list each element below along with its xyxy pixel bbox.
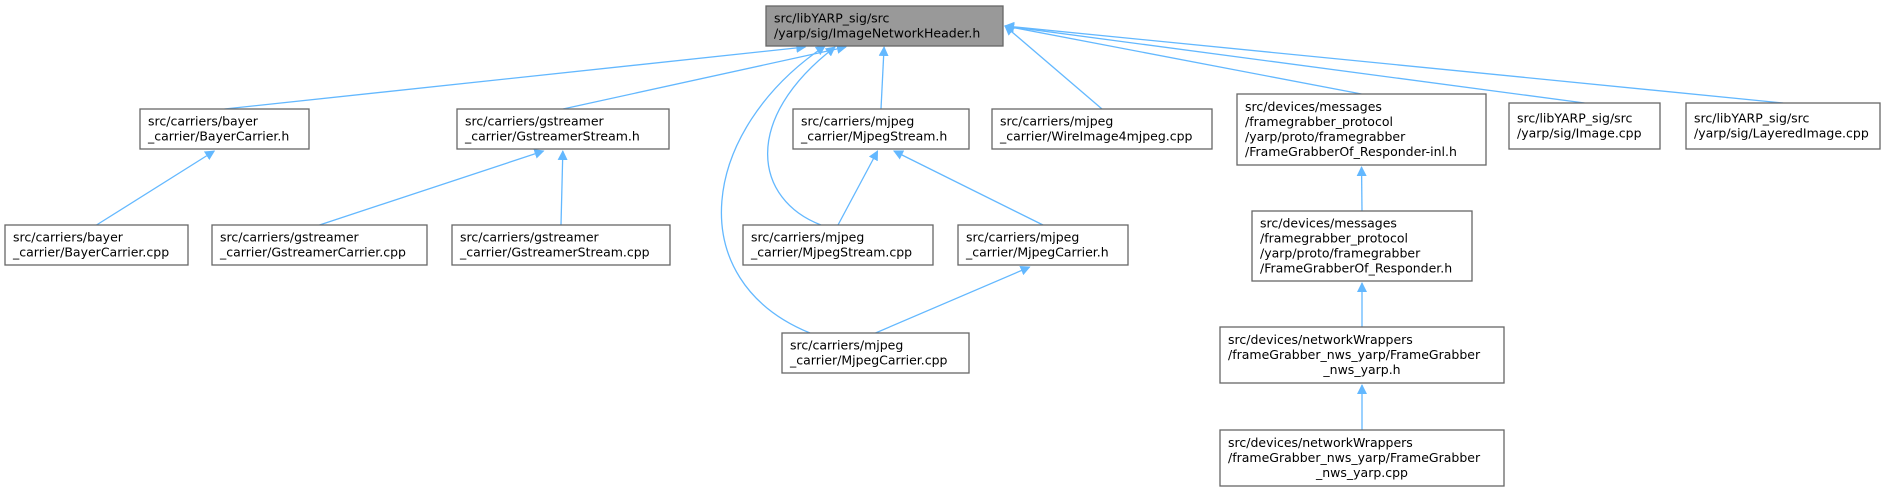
node-box xyxy=(742,224,934,266)
node-label-line: src/devices/messages xyxy=(1260,216,1397,231)
node-fg_h[interactable]: src/devices/messages/framegrabber_protoc… xyxy=(1251,210,1473,282)
node-label-line: _carrier/MjpegStream.h xyxy=(800,129,947,144)
node-label-line: _carrier/GstreamerStream.cpp xyxy=(459,245,650,260)
node-bayer_h[interactable]: src/carriers/bayer_carrier/BayerCarrier.… xyxy=(139,108,310,150)
edge-mj_cpp-includes-mj_h xyxy=(837,150,879,226)
edge-bayer_cpp-includes-bayer_h xyxy=(96,150,216,226)
node-gst_h[interactable]: src/carriers/gstreamer_carrier/Gstreamer… xyxy=(456,108,670,150)
node-label-line: _carrier/BayerCarrier.cpp xyxy=(12,245,169,260)
node-box xyxy=(1685,102,1881,150)
node-layered[interactable]: src/libYARP_sig/src/yarp/sig/LayeredImag… xyxy=(1685,102,1881,150)
edge-img-includes-root xyxy=(1004,22,1585,104)
node-box xyxy=(211,224,428,266)
node-box xyxy=(1219,429,1505,487)
node-label-line: src/carriers/gstreamer xyxy=(460,230,600,245)
node-label-line: src/carriers/gstreamer xyxy=(465,114,605,129)
edge-bayer_h-includes-root xyxy=(224,42,807,110)
node-label-line: _carrier/MjpegCarrier.h xyxy=(965,245,1109,260)
node-box xyxy=(781,332,970,374)
node-label-line: /yarp/sig/Image.cpp xyxy=(1517,126,1642,141)
node-label-line: src/devices/networkWrappers xyxy=(1228,435,1413,450)
edge-gst_car-includes-gst_h xyxy=(319,149,545,226)
node-label-line: src/devices/networkWrappers xyxy=(1228,332,1413,347)
node-label-line: /yarp/proto/framegrabber xyxy=(1245,129,1406,144)
node-label-line: src/libYARP_sig/src xyxy=(1517,111,1633,126)
node-label-line: src/carriers/mjpeg xyxy=(751,230,864,245)
edge-gst_cpp-includes-gst_h xyxy=(557,150,568,226)
nodes-layer: src/libYARP_sig/src/yarp/sig/ImageNetwor… xyxy=(4,5,1881,487)
node-mj_cpp[interactable]: src/carriers/mjpeg_carrier/MjpegStream.c… xyxy=(742,224,934,266)
node-box xyxy=(1251,210,1473,282)
node-label-line: src/libYARP_sig/src xyxy=(774,11,890,26)
edge-mj_h-includes-root xyxy=(878,46,889,110)
edge-mjc_h-includes-mj_h xyxy=(893,150,1044,226)
node-box xyxy=(4,224,189,266)
node-label-line: _carrier/WireImage4mjpeg.cpp xyxy=(999,129,1193,144)
edge-mj_cpp-includes-root xyxy=(767,46,836,226)
node-label-line: src/carriers/mjpeg xyxy=(1000,114,1113,129)
node-label-line: /frameGrabber_nws_yarp/FrameGrabber xyxy=(1228,347,1481,362)
node-mjc_cpp[interactable]: src/carriers/mjpeg_carrier/MjpegCarrier.… xyxy=(781,332,970,374)
node-box xyxy=(1219,326,1505,384)
node-label-line: /frameGrabber_nws_yarp/FrameGrabber xyxy=(1228,450,1481,465)
node-img[interactable]: src/libYARP_sig/src/yarp/sig/Image.cpp xyxy=(1508,102,1661,150)
node-label-line: /framegrabber_protocol xyxy=(1245,114,1393,129)
node-label-line: src/devices/messages xyxy=(1245,99,1382,114)
node-label-line: src/libYARP_sig/src xyxy=(1694,111,1810,126)
node-label-line: /yarp/proto/framegrabber xyxy=(1260,246,1421,261)
node-box xyxy=(991,108,1213,150)
node-label-line: _nws_yarp.h xyxy=(1322,362,1400,377)
node-label-line: /yarp/sig/LayeredImage.cpp xyxy=(1694,126,1869,141)
node-label-line: src/carriers/gstreamer xyxy=(220,230,360,245)
node-label-line: src/carriers/bayer xyxy=(148,114,259,129)
node-label-line: src/carriers/bayer xyxy=(13,230,124,245)
node-box xyxy=(765,5,1004,47)
edge-fg_inl-includes-root xyxy=(1004,22,1362,95)
node-label-line: _carrier/MjpegCarrier.cpp xyxy=(789,353,948,368)
node-box xyxy=(792,108,970,150)
node-label-line: _carrier/GstreamerCarrier.cpp xyxy=(219,245,406,260)
node-label-line: /FrameGrabberOf_Responder.h xyxy=(1260,261,1452,276)
node-nws_cpp[interactable]: src/devices/networkWrappers/frameGrabber… xyxy=(1219,429,1505,487)
node-label-line: /FrameGrabberOf_Responder-inl.h xyxy=(1245,144,1457,159)
node-box xyxy=(1508,102,1661,150)
edge-mjc_cpp-includes-root xyxy=(720,45,826,334)
edge-wire-includes-root xyxy=(1004,25,1103,110)
node-label-line: _carrier/GstreamerStream.h xyxy=(464,129,640,144)
node-root[interactable]: src/libYARP_sig/src/yarp/sig/ImageNetwor… xyxy=(765,5,1004,47)
node-label-line: _nws_yarp.cpp xyxy=(1315,465,1408,480)
node-nws_h[interactable]: src/devices/networkWrappers/frameGrabber… xyxy=(1219,326,1505,384)
node-label-line: _carrier/MjpegStream.cpp xyxy=(750,245,912,260)
node-label-line: _carrier/BayerCarrier.h xyxy=(147,129,289,144)
node-box xyxy=(1236,93,1487,166)
node-box xyxy=(456,108,670,150)
node-label-line: src/carriers/mjpeg xyxy=(801,114,914,129)
node-fg_inl[interactable]: src/devices/messages/framegrabber_protoc… xyxy=(1236,93,1487,166)
node-bayer_cpp[interactable]: src/carriers/bayer_carrier/BayerCarrier.… xyxy=(4,224,189,266)
node-box xyxy=(957,224,1129,266)
node-mjc_h[interactable]: src/carriers/mjpeg_carrier/MjpegCarrier.… xyxy=(957,224,1129,266)
edges-layer xyxy=(96,21,1784,430)
node-gst_car[interactable]: src/carriers/gstreamer_carrier/Gstreamer… xyxy=(211,224,428,266)
edge-gst_h-includes-root xyxy=(562,44,847,110)
edge-layered-includes-root xyxy=(1004,21,1784,104)
edge-mjc_cpp-includes-mjc_h xyxy=(875,265,1031,334)
node-label-line: /yarp/sig/ImageNetworkHeader.h xyxy=(774,26,980,41)
node-wire[interactable]: src/carriers/mjpeg_carrier/WireImage4mjp… xyxy=(991,108,1213,150)
node-label-line: /framegrabber_protocol xyxy=(1260,231,1408,246)
node-label-line: src/carriers/mjpeg xyxy=(966,230,1079,245)
node-label-line: src/carriers/mjpeg xyxy=(790,338,903,353)
node-box xyxy=(139,108,310,150)
node-box xyxy=(451,224,671,266)
node-gst_cpp[interactable]: src/carriers/gstreamer_carrier/Gstreamer… xyxy=(451,224,671,266)
node-mj_h[interactable]: src/carriers/mjpeg_carrier/MjpegStream.h xyxy=(792,108,970,150)
